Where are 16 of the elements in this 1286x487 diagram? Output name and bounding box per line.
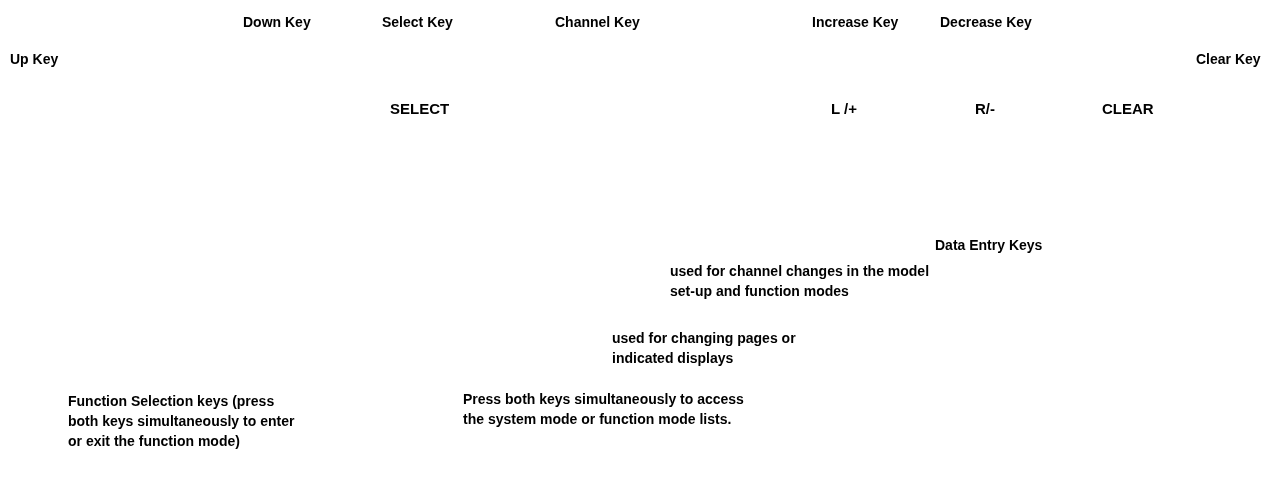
description-text: Press both keys simultaneously to access the system mode or function mode lists. [463,390,745,429]
key-name: Decrease Key [940,13,1032,32]
group-name: Data Entry Keys [935,236,1043,255]
key-name: Channel Key [555,13,640,32]
description-text: Function Selection keys (press both keys simultaneously to enter or exit the function mode) [68,392,296,451]
key-legend: CLEAR [1102,99,1154,119]
description-text: used for channel changes in the model set-up and function modes [670,262,930,301]
key-name: Down Key [243,13,311,32]
key-legend: L /+ [831,99,857,119]
description-text: used for changing pages or indicated displays [612,329,797,368]
key-name: Up Key [10,50,59,69]
key-legend: R/- [975,99,995,119]
key-legend: SELECT [390,99,450,119]
key-name: Select Key [382,13,453,32]
key-name: Clear Key [1196,50,1261,69]
key-name: Increase Key [812,13,899,32]
